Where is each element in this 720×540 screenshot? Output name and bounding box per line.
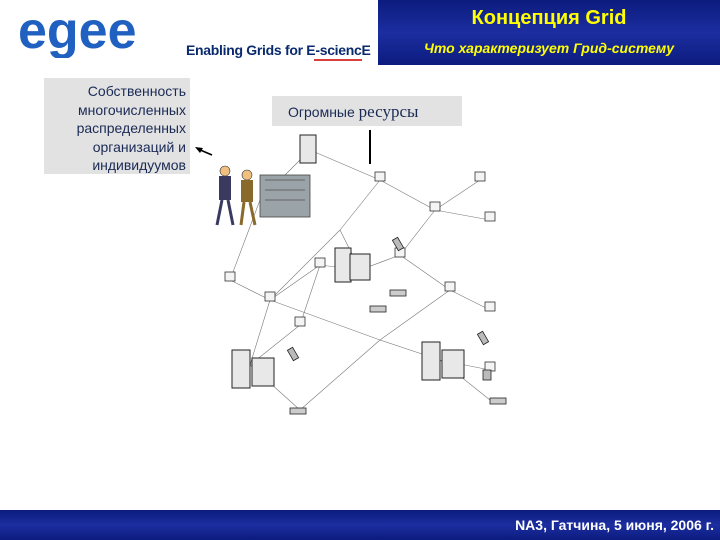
title-banner: Концепция Grid Что характеризует Грид-си… [378, 0, 720, 65]
footer-text: NA3, Гатчина, 5 июня, 2006 г. [515, 517, 714, 533]
people-and-datacenter-illustration [215, 165, 311, 226]
resources-text: Огромные ресурсы [288, 102, 418, 122]
grid-network-diagram [224, 134, 507, 415]
tagline: Enabling Grids for E-sciencE [186, 42, 371, 58]
header: egee Enabling Grids for E-sciencE Концеп… [0, 0, 720, 65]
resources-pointer [369, 130, 371, 164]
resources-suffix: ресурсы [358, 102, 419, 121]
mobile-devices [286, 236, 492, 381]
resources-prefix: Огромные [288, 104, 355, 120]
slide-subtitle: Что характеризует Грид-систему [423, 40, 675, 56]
egee-logo: egee [18, 4, 137, 58]
egee-logo-text: egee [18, 4, 137, 58]
arrow-icon [195, 147, 213, 156]
server-towers [231, 134, 465, 389]
network-boxes [289, 289, 507, 415]
computer-icons [224, 171, 496, 372]
tagline-underline [314, 59, 362, 61]
logo-area: egee Enabling Grids for E-sciencE [0, 0, 380, 65]
ownership-callout: Собственность многочисленных распределен… [44, 78, 190, 174]
slide-title: Концепция Grid [471, 7, 627, 29]
resources-callout: Огромные ресурсы [272, 96, 462, 126]
footer: NA3, Гатчина, 5 июня, 2006 г. [0, 510, 720, 540]
ownership-text: Собственность многочисленных распределен… [76, 83, 186, 173]
